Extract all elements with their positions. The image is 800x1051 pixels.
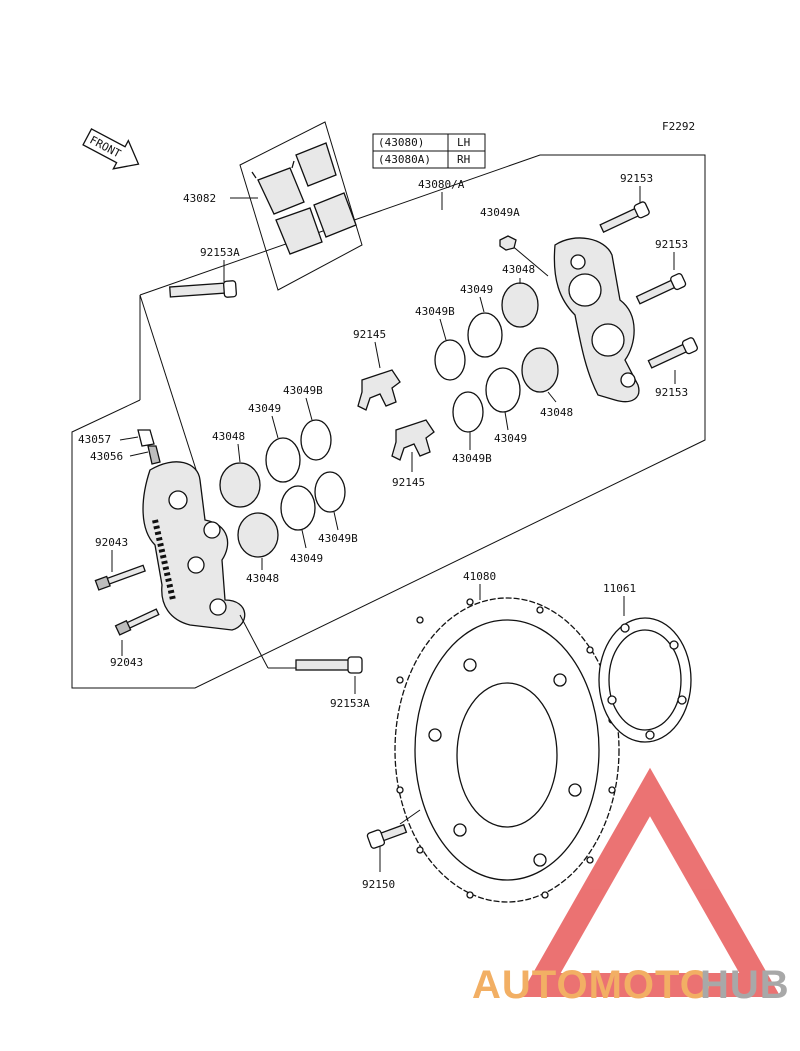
seal-lh-1b [300, 419, 332, 461]
variant-part-lh: (43080) [378, 136, 424, 149]
variant-side-rh: RH [457, 153, 470, 166]
label-bolt-92153-c: 92153 [655, 386, 688, 399]
bleeder-valve-part [147, 445, 161, 465]
label-seal-rh-2: 43049 [494, 432, 527, 445]
label-seal-lh-2b: 43049B [318, 532, 358, 545]
label-piston-rh-1: 43048 [502, 263, 535, 276]
long-bolt-lower [295, 656, 363, 674]
label-bolt-92153-a: 92153 [620, 172, 653, 185]
caliper-rh-body [553, 237, 640, 403]
label-spring-2: 92145 [392, 476, 425, 489]
label-seal-lh-1b: 43049B [283, 384, 323, 397]
bolt-92153-c [647, 337, 698, 369]
label-seal-lh-1: 43049 [248, 402, 281, 415]
caliper-assembly-outline [71, 154, 706, 689]
disc-bolt [366, 823, 408, 849]
piston-rh-2 [521, 347, 559, 393]
bleeder-cap-part [137, 429, 155, 447]
gasket-ring [598, 617, 692, 743]
seal-rh-2 [485, 367, 521, 413]
variant-table: (43080) LH (43080A) RH [372, 133, 486, 169]
nut-part [499, 235, 517, 251]
label-pads: 43082 [183, 192, 216, 205]
seal-rh-1b [434, 339, 466, 381]
label-disc-bolt: 92150 [362, 878, 395, 891]
caliper-lh-body [142, 461, 246, 631]
brake-disc [394, 597, 620, 903]
variant-side-lh: LH [457, 136, 470, 149]
seal-lh-2 [280, 485, 316, 531]
label-piston-rh-2: 43048 [540, 406, 573, 419]
seal-rh-2b [452, 391, 484, 433]
anti-rattle-spring-2 [391, 419, 435, 461]
label-bolt-lower: 92153A [330, 697, 370, 710]
label-seal-lh-2: 43049 [290, 552, 323, 565]
brake-pads [239, 121, 363, 291]
seal-lh-1 [265, 437, 301, 483]
label-piston-lh-1: 43048 [212, 430, 245, 443]
label-seal-rh-2b: 43049B [452, 452, 492, 465]
bolt-92043-a [94, 564, 146, 591]
watermark-part2: HUB [700, 963, 790, 1007]
label-caliper-rh: 43049A [480, 206, 520, 219]
figure-code: F2292 [662, 120, 695, 133]
anti-rattle-spring-1 [357, 369, 401, 411]
label-disc: 41080 [463, 570, 496, 583]
piston-lh-2 [237, 512, 279, 558]
variant-part-rh: (43080A) [378, 153, 431, 166]
label-piston-lh-2: 43048 [246, 572, 279, 585]
watermark-part1: AUTOMOTO [472, 963, 712, 1007]
bolt-92153-b [635, 273, 687, 305]
piston-lh-1 [219, 462, 261, 508]
label-bleeder-valve: 43056 [90, 450, 123, 463]
watermark-logo: AUTOMOTO HUB [472, 767, 790, 1007]
label-seal-rh-1: 43049 [460, 283, 493, 296]
label-seal-rh-1b: 43049B [415, 305, 455, 318]
bolt-92153-a [599, 201, 650, 233]
seal-rh-1 [467, 312, 503, 358]
seal-lh-2b [314, 471, 346, 513]
label-bolt-upper: 92153A [200, 246, 240, 259]
bolt-92043-b [114, 608, 160, 636]
piston-rh-1 [501, 282, 539, 328]
label-spring-1: 92145 [353, 328, 386, 341]
label-bolt-92043-a: 92043 [95, 536, 128, 549]
label-gasket: 11061 [603, 582, 636, 595]
label-bleeder-cap: 43057 [78, 433, 111, 446]
front-arrow-icon: FRONT [82, 128, 140, 170]
label-bolt-92153-b: 92153 [655, 238, 688, 251]
long-bolt-upper [169, 280, 237, 298]
label-caliper-assy: 43080/A [418, 178, 465, 191]
label-bolt-92043-b: 92043 [110, 656, 143, 669]
